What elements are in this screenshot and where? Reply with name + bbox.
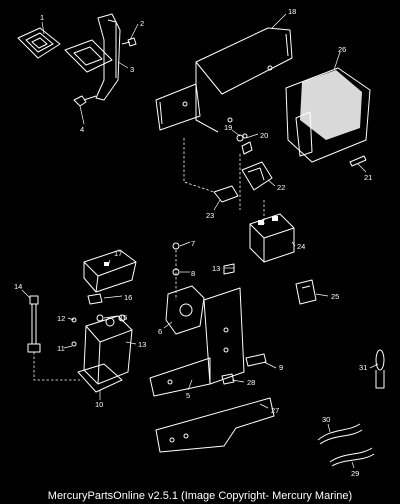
callout-28: 28	[247, 378, 255, 387]
callout-5: 5	[186, 391, 190, 400]
callout-26: 26	[338, 45, 346, 54]
part-11-12-15-hardware	[71, 314, 104, 347]
callout-30: 30	[322, 415, 330, 424]
part-27-plate	[155, 397, 275, 453]
part-3-mounting-plate	[64, 13, 121, 101]
part-28-screw	[221, 373, 235, 385]
part-22-clip	[241, 161, 273, 191]
callout-13-lower: 13	[138, 340, 146, 349]
callout-8: 8	[191, 269, 195, 278]
callout-25: 25	[331, 292, 339, 301]
callout-numbers: 1 2 3 4 5 6 7 8 9 10 11 12 13 13 14 15 1…	[14, 7, 372, 478]
part-9-screw	[245, 353, 267, 367]
part-26-module	[285, 67, 371, 163]
part-1-gasket	[17, 27, 61, 59]
copyright-footer: MercuryPartsOnline v2.5.1 (Image Copyrig…	[47, 490, 353, 502]
callout-9: 9	[279, 363, 283, 372]
callout-14: 14	[14, 282, 22, 291]
callout-21: 21	[364, 173, 372, 182]
callout-2: 2	[140, 19, 144, 28]
part-18-bracket	[155, 27, 293, 133]
part-10-solenoid	[77, 314, 133, 393]
part-19-20-hardware	[236, 133, 253, 155]
callout-24: 24	[297, 242, 305, 251]
part-14-stud	[27, 295, 41, 353]
part-5-bracket	[149, 287, 245, 397]
part-29-harness	[329, 447, 375, 467]
assembly-lines	[33, 138, 265, 381]
part-16-nut	[87, 293, 103, 305]
callout-6: 6	[158, 327, 162, 336]
callout-27: 27	[271, 406, 279, 415]
part-2-screw	[121, 37, 137, 47]
callout-29: 29	[351, 469, 359, 478]
part-25-fuse	[295, 279, 317, 305]
callout-12: 12	[57, 314, 65, 323]
callout-20: 20	[260, 131, 268, 140]
leader-lines	[21, 13, 379, 469]
callout-4: 4	[80, 125, 84, 134]
callout-11: 11	[57, 344, 65, 353]
part-24-relay	[249, 213, 295, 263]
callout-17: 17	[114, 249, 122, 258]
callout-7: 7	[191, 239, 195, 248]
callout-19: 19	[224, 123, 232, 132]
part-17-cover	[83, 249, 137, 293]
callout-1: 1	[40, 13, 44, 22]
part-7-8-13-hardware	[172, 242, 235, 276]
callout-10: 10	[95, 400, 103, 409]
callout-22: 22	[277, 183, 285, 192]
part-31-fuse-holder	[375, 349, 385, 389]
callout-23: 23	[206, 211, 214, 220]
callout-15: 15	[119, 313, 127, 322]
part-4-bolt	[73, 95, 97, 107]
part-23-terminal	[213, 185, 239, 203]
part-6-switch	[165, 285, 205, 335]
part-30-harness	[317, 423, 363, 445]
callout-31: 31	[359, 363, 367, 372]
exploded-parts-diagram: 1 2 3 4 5 6 7 8 9 10 11 12 13 13 14 15 1…	[14, 7, 385, 478]
callout-13-upper: 13	[212, 264, 220, 273]
callout-18: 18	[288, 7, 296, 16]
part-21-screw	[349, 155, 367, 167]
callout-16: 16	[124, 293, 132, 302]
callout-3: 3	[130, 65, 134, 74]
